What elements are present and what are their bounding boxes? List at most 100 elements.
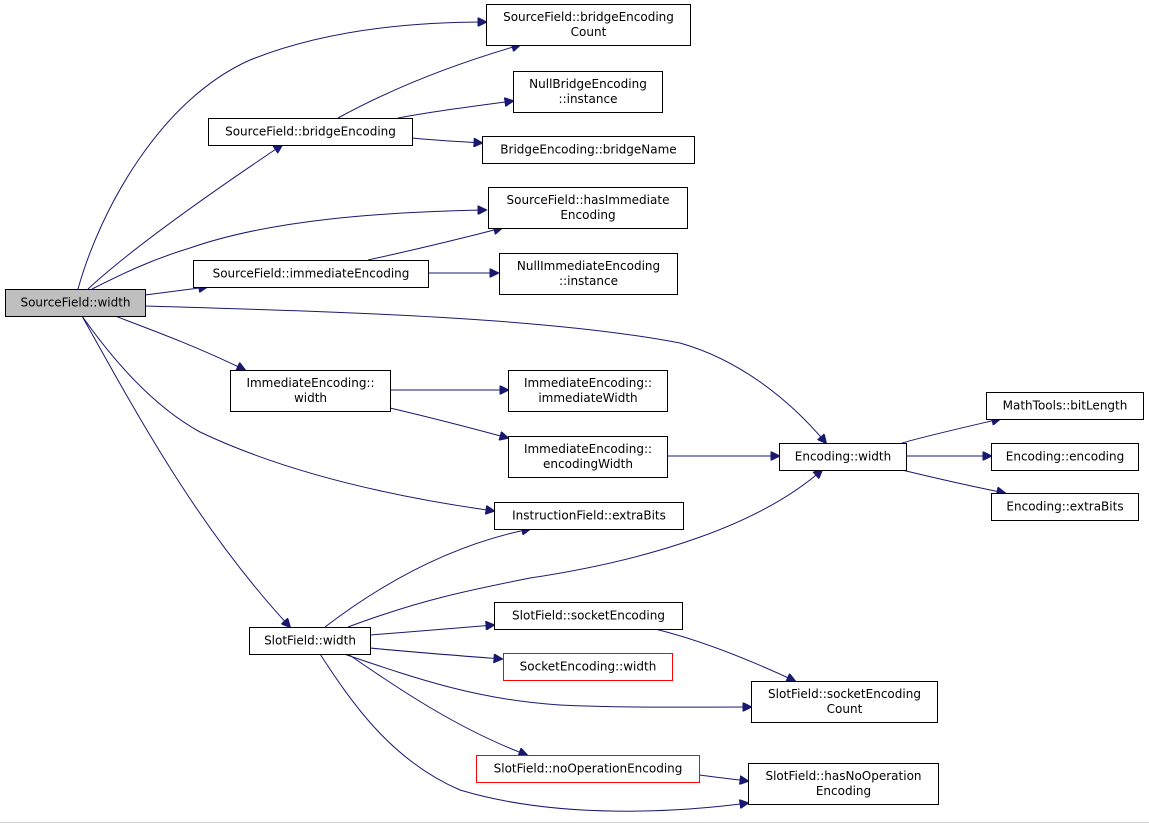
node-label: SourceField::bridgeEncoding <box>503 10 674 24</box>
node-bebn[interactable]: BridgeEncoding::bridgeName <box>482 136 695 164</box>
node-box <box>486 4 691 46</box>
edge-root-to-iew <box>114 315 245 370</box>
node-slnoe[interactable]: SlotField::noOperationEncoding <box>476 755 700 783</box>
node-label: immediateWidth <box>538 391 637 405</box>
edge-slw-to-slsec <box>343 653 751 707</box>
node-label: InstructionField::extraBits <box>512 509 666 523</box>
node-mtbl[interactable]: MathTools::bitLength <box>986 392 1144 420</box>
edge-slw-to-sew <box>369 647 502 659</box>
node-label: SlotField::socketEncoding <box>768 687 921 701</box>
node-label: SourceField::hasImmediate <box>507 193 670 207</box>
edge-root-to-slw <box>81 315 290 627</box>
node-slse[interactable]: SlotField::socketEncoding <box>494 602 683 630</box>
node-ifeb[interactable]: InstructionField::extraBits <box>494 502 684 530</box>
edge-root-to-sfhie <box>91 210 486 290</box>
edge-sfie-to-sfhie <box>367 228 502 261</box>
edge-root-to-sfbec <box>77 22 486 290</box>
edge-slw-to-slhno <box>319 653 748 812</box>
node-label: Encoding::encoding <box>1006 450 1125 464</box>
edge-slnoe-to-slhno <box>698 774 748 781</box>
node-box <box>208 118 413 146</box>
edge-slw-to-slse <box>369 625 494 636</box>
node-box <box>748 763 939 805</box>
edge-sfbe-to-bebn <box>411 137 482 143</box>
node-label: Encoding <box>816 784 871 798</box>
node-box <box>230 370 391 412</box>
edge-root-to-sfbe <box>87 145 282 290</box>
edge-iew-to-ieew <box>389 407 508 438</box>
node-label: MathTools::bitLength <box>1003 399 1128 413</box>
node-nbe[interactable]: NullBridgeEncoding::instance <box>513 71 663 113</box>
node-label: Encoding::extraBits <box>1006 500 1123 514</box>
bottom-divider <box>0 822 1149 823</box>
node-label: ::instance <box>559 92 618 106</box>
node-box <box>499 253 678 295</box>
node-ence[interactable]: Encoding::encoding <box>991 443 1139 471</box>
edge-slw-to-slnoe <box>347 653 527 755</box>
edge-root-to-encw <box>144 305 826 443</box>
node-box <box>488 187 688 229</box>
node-box <box>991 443 1139 471</box>
node-encw[interactable]: Encoding::width <box>779 443 907 471</box>
node-label: width <box>294 391 327 405</box>
node-label: NullBridgeEncoding <box>529 77 647 91</box>
edge-root-to-ifeb <box>81 315 494 511</box>
node-box <box>503 653 673 681</box>
node-label: SlotField::socketEncoding <box>512 609 665 623</box>
node-layer: SourceField::width SourceField::bridgeEnc… <box>5 4 1144 805</box>
node-label: ImmediateEncoding:: <box>246 376 374 390</box>
node-label: BridgeEncoding::bridgeName <box>500 143 676 157</box>
node-label: SourceField::immediateEncoding <box>213 267 410 281</box>
node-box <box>751 681 938 723</box>
node-box <box>508 370 668 412</box>
node-box <box>476 755 700 783</box>
node-label: SlotField::width <box>264 634 356 648</box>
node-label: ImmediateEncoding:: <box>524 376 652 390</box>
edge-encw-to-mtbl <box>901 419 1000 444</box>
node-label: SourceField::bridgeEncoding <box>225 125 396 139</box>
node-label: SourceField::width <box>20 296 130 310</box>
node-encx[interactable]: Encoding::extraBits <box>991 493 1139 521</box>
node-label: SocketEncoding::width <box>520 660 657 674</box>
node-box <box>986 392 1144 420</box>
node-ieiw[interactable]: ImmediateEncoding::immediateWidth <box>508 370 668 412</box>
node-nie[interactable]: NullImmediateEncoding::instance <box>499 253 678 295</box>
node-box <box>991 493 1139 521</box>
node-iew[interactable]: ImmediateEncoding::width <box>230 370 391 412</box>
node-label: encodingWidth <box>543 457 633 471</box>
node-box <box>5 289 146 317</box>
edge-slw-to-encw <box>347 470 822 628</box>
node-sfie[interactable]: SourceField::immediateEncoding <box>193 260 429 288</box>
node-box <box>494 602 683 630</box>
node-label: NullImmediateEncoding <box>517 259 660 273</box>
edge-slw-to-ifeb <box>324 529 530 628</box>
node-label: ImmediateEncoding:: <box>524 442 652 456</box>
node-box <box>779 443 907 471</box>
node-label: SlotField::noOperationEncoding <box>494 762 683 776</box>
node-box <box>193 260 429 288</box>
node-root[interactable]: SourceField::width <box>5 289 146 317</box>
edge-sfbe-to-nbe <box>397 101 513 119</box>
node-label: Count <box>827 702 863 716</box>
edge-layer <box>77 22 1005 812</box>
node-sew[interactable]: SocketEncoding::width <box>503 653 673 681</box>
node-box <box>494 502 684 530</box>
edge-slse-to-slsec <box>654 628 795 681</box>
edge-encw-to-encx <box>901 469 1005 493</box>
node-label: Count <box>571 25 607 39</box>
node-box <box>508 436 668 478</box>
node-label: SlotField::hasNoOperation <box>765 769 921 783</box>
node-slw[interactable]: SlotField::width <box>249 627 371 655</box>
node-sfbe[interactable]: SourceField::bridgeEncoding <box>208 118 413 146</box>
node-box <box>249 627 371 655</box>
node-box <box>513 71 663 113</box>
node-label: Encoding <box>560 208 615 222</box>
node-box <box>482 136 695 164</box>
node-ieew[interactable]: ImmediateEncoding::encodingWidth <box>508 436 668 478</box>
edge-root-to-sfie <box>144 287 207 296</box>
